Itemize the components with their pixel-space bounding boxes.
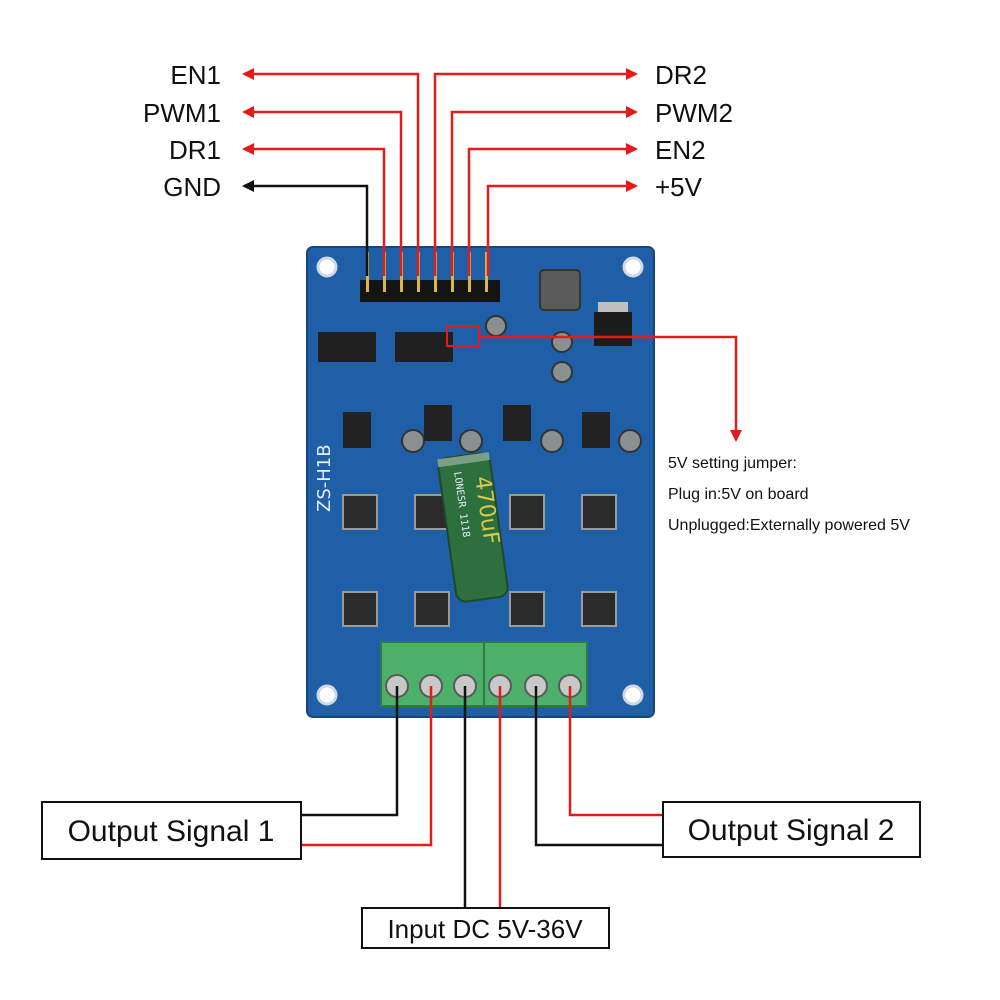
mounting-hole <box>622 256 644 278</box>
pin-label-dr1: DR1 <box>169 135 221 165</box>
small-capacitor <box>401 429 425 453</box>
wire-en1 <box>242 68 420 276</box>
wire-out2-a <box>534 686 663 847</box>
pin-wires <box>242 68 638 276</box>
small-capacitor <box>485 315 507 337</box>
jumper-note: 5V setting jumper: Plug in:5V on board U… <box>668 455 910 534</box>
output-signal-1-label: Output Signal 1 <box>68 815 275 848</box>
mosfet <box>581 591 617 627</box>
pin-label-en1: EN1 <box>170 60 221 90</box>
output-signal-1-box: Output Signal 1 <box>41 801 302 860</box>
pin-labels-left: EN1 PWM1 DR1 GND <box>143 60 221 202</box>
small-capacitor <box>551 331 573 353</box>
wire-out1-b <box>302 686 433 847</box>
mosfet <box>509 494 545 530</box>
wire-en2 <box>467 143 638 276</box>
pin-label-dr2: DR2 <box>655 60 707 90</box>
screw-terminal-block <box>380 641 588 707</box>
pin-labels-right: DR2 PWM2 EN2 +5V <box>655 60 733 202</box>
mosfet <box>581 494 617 530</box>
wire-pwm2 <box>450 106 638 276</box>
pin-label-pwm2: PWM2 <box>655 98 733 128</box>
mounting-hole <box>316 256 338 278</box>
gate-driver-chip <box>503 405 531 441</box>
mosfet <box>342 494 378 530</box>
board-model: ZS-H1B <box>314 444 335 512</box>
mosfet <box>414 591 450 627</box>
wire-gnd <box>242 180 369 276</box>
pin-label-gnd: GND <box>163 172 221 202</box>
small-capacitor <box>551 361 573 383</box>
gate-driver-chip <box>582 412 610 448</box>
wire-dr2 <box>433 68 638 276</box>
mounting-hole <box>316 684 338 706</box>
mounting-hole <box>622 684 644 706</box>
wire-pwm1 <box>242 106 403 276</box>
small-capacitor <box>540 429 564 453</box>
jumper-note-line2: Plug in:5V on board <box>668 486 809 503</box>
inductor <box>539 269 581 311</box>
mosfet <box>342 591 378 627</box>
driver-ic <box>318 332 376 362</box>
pin-label-5v: +5V <box>655 172 703 202</box>
gate-driver-chip <box>424 405 452 441</box>
small-capacitor <box>459 429 483 453</box>
output-signal-2-box: Output Signal 2 <box>662 801 921 858</box>
pin-label-en2: EN2 <box>655 135 706 165</box>
jumper-callout-line <box>479 335 742 442</box>
input-dc-box: Input DC 5V-36V <box>361 907 610 949</box>
wire-5v <box>486 180 638 276</box>
gate-driver-chip <box>343 412 371 448</box>
mosfet <box>509 591 545 627</box>
pcb-board: ZS-H1B 470uF LONESR 1118 <box>306 246 655 718</box>
small-capacitor <box>618 429 642 453</box>
wire-out1-a <box>302 686 399 817</box>
terminal-wires <box>302 686 663 908</box>
bulk-capacitor: 470uF LONESR 1118 <box>437 452 509 603</box>
jumper-note-line1: 5V setting jumper: <box>668 455 797 472</box>
input-dc-label: Input DC 5V-36V <box>387 914 583 944</box>
output-signal-2-label: Output Signal 2 <box>688 814 895 847</box>
pin-label-pwm1: PWM1 <box>143 98 221 128</box>
driver-ic <box>395 332 453 362</box>
voltage-regulator <box>594 302 632 346</box>
wire-dr1 <box>242 143 386 276</box>
jumper-note-line3: Unplugged:Externally powered 5V <box>668 517 910 534</box>
wire-out2-b <box>568 686 663 817</box>
